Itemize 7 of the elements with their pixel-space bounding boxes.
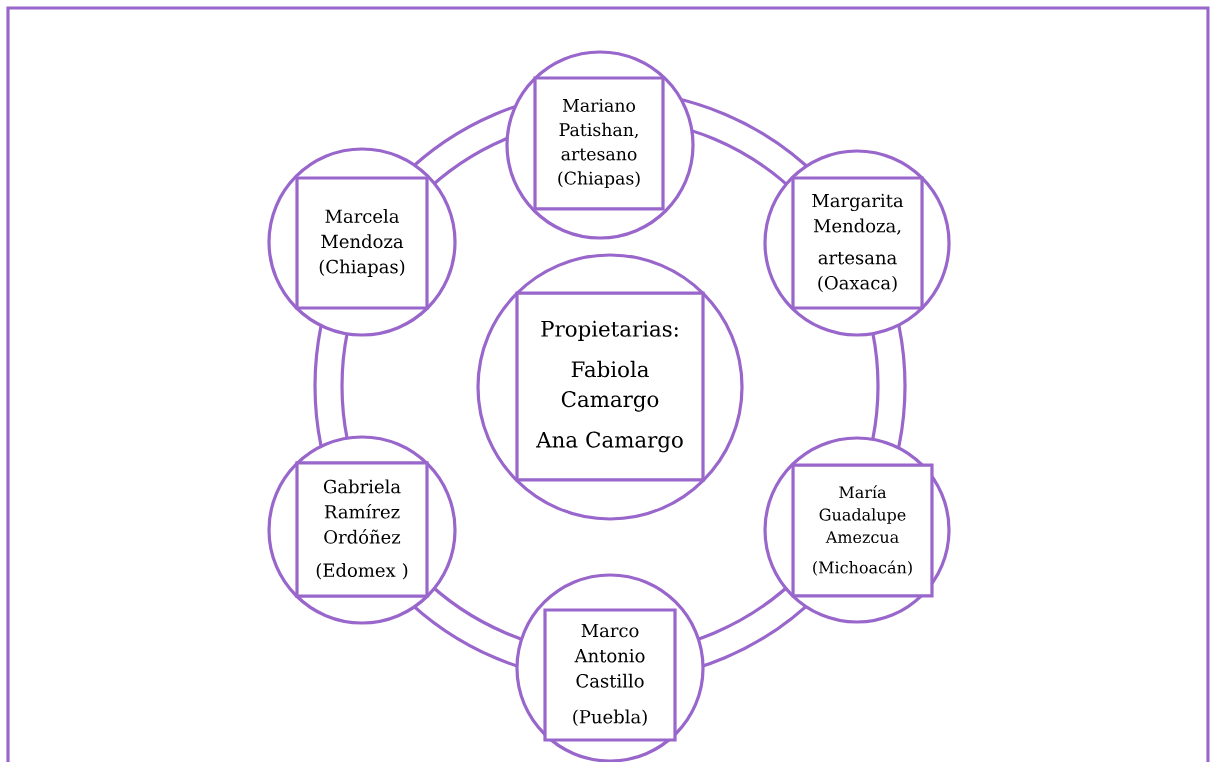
text-box: Mariano Patishan, artesano (Chiapas)	[533, 76, 665, 211]
text-box: María Guadalupe Amezcua (Michoacán)	[791, 463, 934, 598]
text-box: Propietarias: Fabiola Camargo Ana Camargo	[515, 291, 705, 482]
text-box: Marco Antonio Castillo (Puebla)	[543, 608, 677, 742]
text-box: Margarita Mendoza, artesana (Oaxaca)	[791, 176, 924, 310]
text-box: Gabriela Ramírez Ordóñez (Edomex )	[295, 461, 429, 598]
text-box: Marcela Mendoza (Chiapas)	[295, 176, 429, 310]
